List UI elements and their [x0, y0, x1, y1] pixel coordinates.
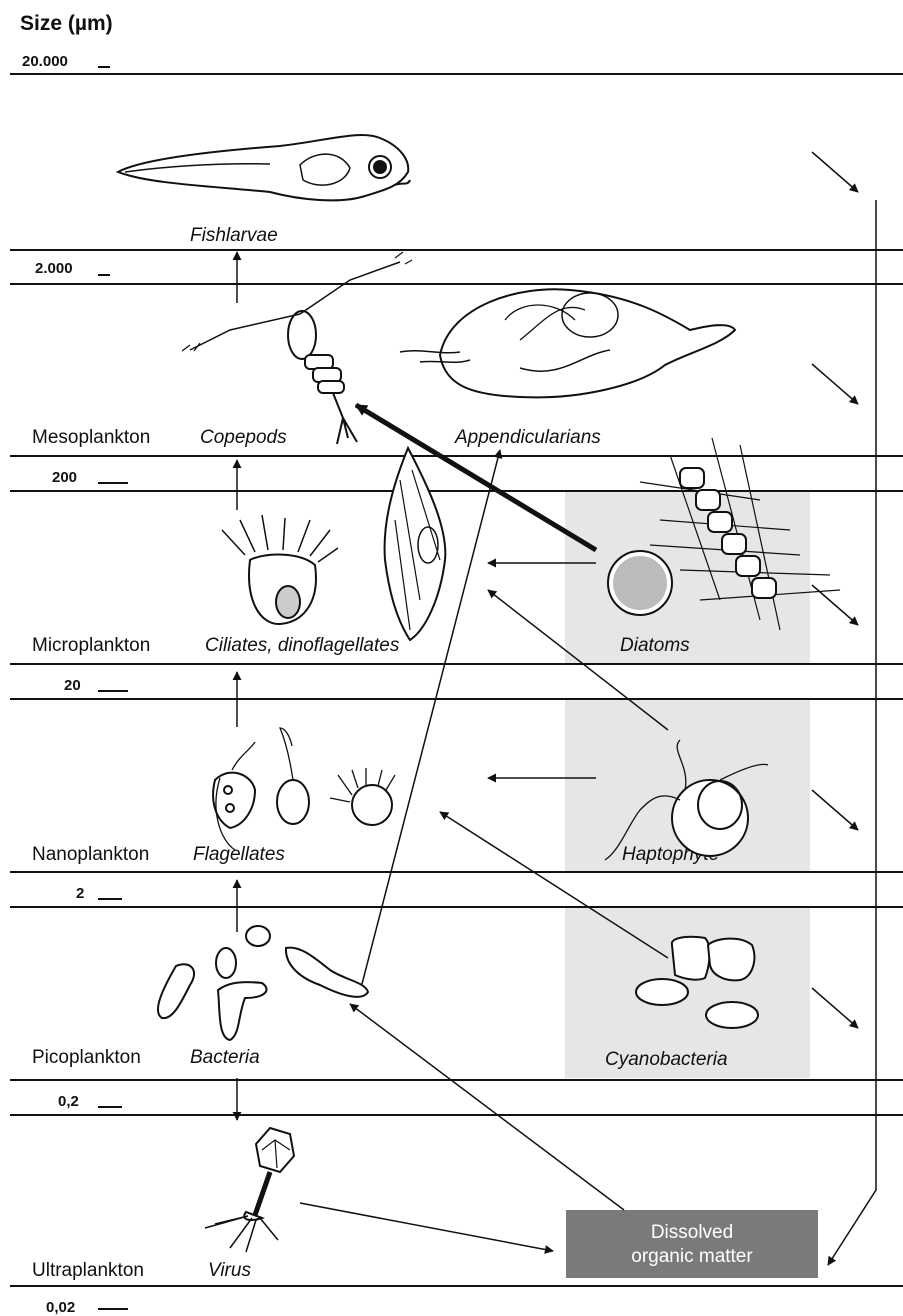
appendicularian-drawing	[400, 289, 735, 397]
label-ciliates-dinoflagellates: Ciliates, dinoflagellates	[205, 635, 400, 656]
label-virus: Virus	[208, 1260, 251, 1281]
diagram-title: Size (µm)	[20, 12, 113, 35]
class-nanoplankton: Nanoplankton	[32, 844, 149, 865]
label-fishlarvae: Fishlarvae	[190, 225, 278, 246]
arrow-excretion	[812, 988, 858, 1028]
dom-box	[566, 1210, 818, 1278]
scale-label-0-02: 0,02	[46, 1299, 75, 1316]
class-ultraplankton: Ultraplankton	[32, 1260, 144, 1281]
scale-label-200: 200	[52, 469, 77, 486]
class-picoplankton: Picoplankton	[32, 1047, 141, 1068]
scale-label-2000: 2.000	[35, 260, 73, 277]
label-copepods: Copepods	[200, 427, 287, 448]
scale-label-20000: 20.000	[22, 53, 68, 70]
label-cyanobacteria: Cyanobacteria	[605, 1049, 728, 1070]
bacteria-drawing	[158, 926, 368, 1040]
centric-diatom-drawing	[608, 551, 672, 615]
scale-label-20: 20	[64, 677, 81, 694]
class-mesoplankton: Mesoplankton	[32, 427, 150, 448]
arrow-excretion	[812, 790, 858, 830]
dom-label-line1: Dissolved	[651, 1222, 733, 1243]
scale-label-2: 2	[76, 885, 84, 902]
arrow-excretion	[812, 152, 858, 192]
dom-label-line2: organic matter	[631, 1246, 753, 1267]
class-microplankton: Microplankton	[32, 635, 150, 656]
scale-label-0-2: 0,2	[58, 1093, 79, 1110]
label-appendicularians: Appendicularians	[454, 427, 601, 448]
flagellates-drawing	[213, 728, 395, 850]
label-bacteria: Bacteria	[190, 1047, 260, 1068]
size-boundaries	[10, 74, 903, 1286]
arrow-excretion	[812, 585, 858, 625]
arrow-excretion	[812, 364, 858, 404]
ciliate-drawing	[222, 515, 338, 624]
label-diatoms: Diatoms	[620, 635, 690, 656]
dinoflagellate-drawing	[385, 448, 446, 640]
virus-drawing	[205, 1128, 294, 1252]
fishlarva-drawing	[118, 135, 410, 200]
label-flagellates: Flagellates	[193, 844, 285, 865]
arrow-collector-dom	[828, 200, 876, 1265]
arrow-virus-dom	[300, 1203, 553, 1251]
